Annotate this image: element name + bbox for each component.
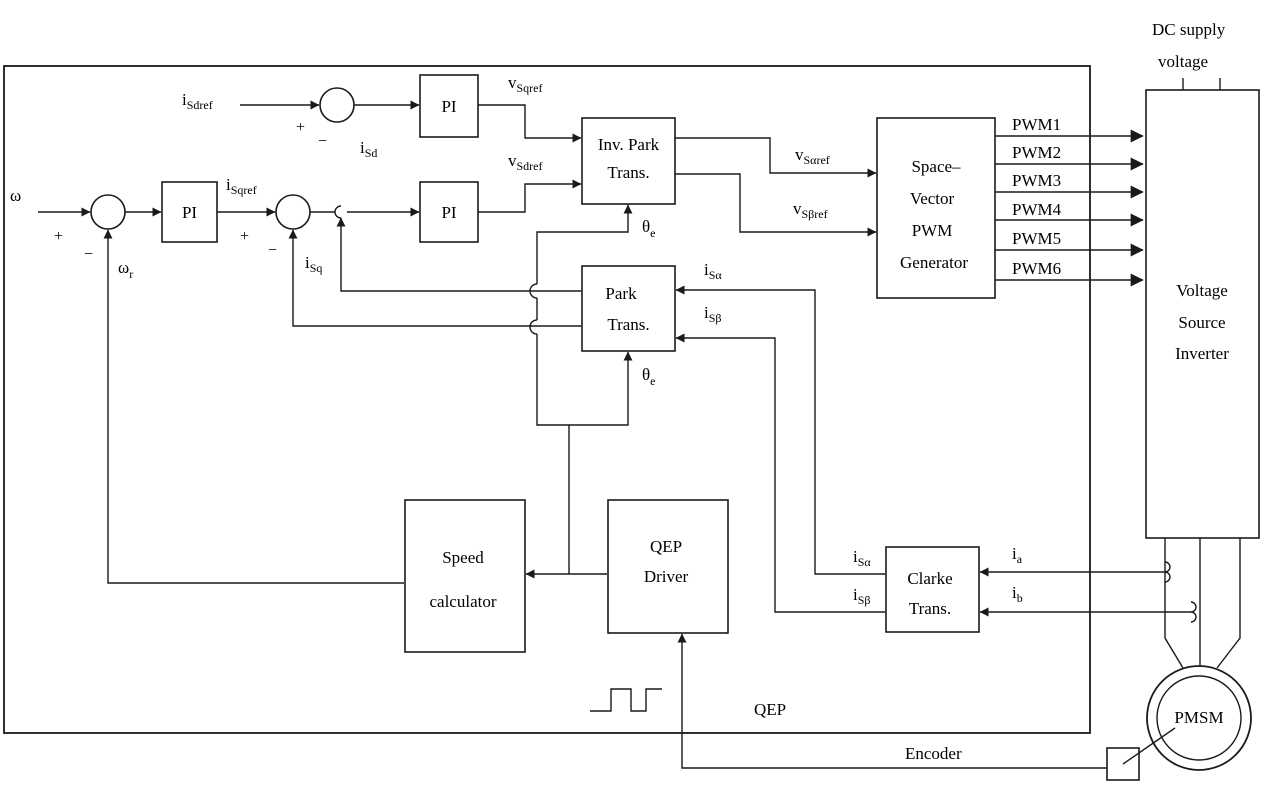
phase-line-c (1216, 538, 1241, 669)
dc-supply-label-1: DC supply (1152, 20, 1226, 39)
wire-vsalpharef (675, 137, 877, 178)
pi-q-label: PI (441, 203, 456, 222)
pwm4-label: PWM4 (1012, 200, 1062, 219)
wire-theta-to-inv-park (536, 204, 633, 284)
inv-park-label-1: Inv. Park (598, 135, 660, 154)
vsi-label-3: Inverter (1175, 344, 1229, 363)
wire-encoder-to-qep (677, 633, 1107, 769)
current-sensor-a (1164, 561, 1171, 583)
wire-theta-branch-left (536, 334, 570, 574)
isbeta-park-label: iSβ (704, 303, 722, 325)
crossover-theta-isd (529, 283, 538, 299)
omega-label: ω (10, 186, 21, 205)
plus-sign-speed: + (54, 228, 63, 245)
park-label-2: Trans. (607, 315, 649, 334)
clarke-label-2: Trans. (909, 599, 951, 618)
crossover-isd (334, 205, 342, 219)
pwm5-label: PWM5 (1012, 229, 1061, 248)
dc-supply-label-2: voltage (1158, 52, 1208, 71)
crossover-theta-isq (529, 319, 538, 335)
pi-block-q: PI (419, 181, 479, 243)
pwm-output-lines (995, 129, 1144, 287)
pwm1-label: PWM1 (1012, 115, 1061, 134)
current-sensor-b (1190, 601, 1197, 623)
encoder-shaft-link (1122, 727, 1176, 765)
pi-d-label: PI (441, 97, 456, 116)
plus-sign-d: + (296, 119, 305, 136)
wire-omega-r-feedback (103, 229, 404, 584)
wire-vsdref (478, 179, 582, 213)
wire-isalpha (675, 285, 885, 575)
wire-vsbetaref (675, 173, 877, 237)
minus-sign-q: − (268, 242, 277, 259)
svpwm-label-4: Generator (900, 253, 968, 272)
isalpha-clarke-label: iSα (853, 547, 871, 569)
minus-sign-d: − (318, 133, 327, 150)
inv-park-block: Inv. Park Trans. (581, 117, 676, 205)
pwm3-label: PWM3 (1012, 171, 1061, 190)
vsbetaref-label: vSβref (793, 199, 828, 221)
inv-park-label-2: Trans. (607, 163, 649, 182)
park-block: Park Trans. (581, 265, 676, 352)
qep-driver-label-1: QEP (650, 537, 682, 556)
qep-label: QEP (754, 700, 786, 719)
plus-sign-q: + (240, 228, 249, 245)
svpwm-label-1: Space– (911, 157, 961, 176)
sum-junction-d (319, 87, 355, 123)
qep-driver-block: QEP Driver (607, 499, 729, 634)
svpwm-block: Space– Vector PWM Generator (876, 117, 996, 299)
theta-e-label-1: θe (642, 217, 655, 240)
isdref-label: iSdref (182, 90, 213, 112)
pi-block-d: PI (419, 74, 479, 138)
vsi-block: Voltage Source Inverter (1145, 89, 1260, 539)
ib-label: ib (1012, 583, 1023, 605)
wire-isq-feedback (288, 229, 581, 327)
sum-junction-q (275, 194, 311, 230)
svpwm-label-2: Vector (910, 189, 955, 208)
isalpha-park-label: iSα (704, 260, 722, 282)
pwm2-label: PWM2 (1012, 143, 1061, 162)
wire-isbeta (675, 333, 885, 613)
vsi-label-1: Voltage (1176, 281, 1228, 300)
clarke-label-1: Clarke (907, 569, 952, 588)
qep-driver-label-2: Driver (644, 567, 689, 586)
vsi-label-2: Source (1178, 313, 1225, 332)
pmsm-label: PMSM (1174, 708, 1223, 727)
phase-line-a (1164, 538, 1184, 669)
pi-speed-label: PI (182, 203, 197, 222)
isqref-label: iSqref (226, 175, 257, 197)
pi-block-speed: PI (161, 181, 218, 243)
svpwm-label-3: PWM (912, 221, 953, 240)
vsalpharef-label: vSαref (795, 145, 830, 167)
pmsm-motor: PMSM (1146, 665, 1252, 771)
minus-sign-speed: − (84, 246, 93, 263)
controller-frame (3, 65, 1091, 734)
isbeta-clarke-label: iSβ (853, 585, 871, 607)
speed-calc-label-1: Speed (442, 548, 484, 567)
pwm6-label: PWM6 (1012, 259, 1061, 278)
vsqref-label: vSqref (508, 73, 543, 95)
sum-junction-speed (90, 194, 126, 230)
wire-isd-feedback (336, 217, 581, 292)
wire-theta-to-park (569, 351, 633, 426)
omega-r-label: ωr (118, 258, 133, 281)
vsdref-label: vSdref (508, 151, 543, 173)
park-label-1: Park (605, 284, 637, 303)
isq-label: iSq (305, 253, 322, 275)
speed-calculator-block: Speed calculator (404, 499, 526, 653)
encoder-label: Encoder (905, 744, 962, 763)
isd-label: iSd (360, 138, 377, 160)
theta-e-label-2: θe (642, 365, 655, 388)
clarke-block: Clarke Trans. (885, 546, 980, 633)
ia-label: ia (1012, 544, 1023, 566)
qep-pulse-waveform (590, 688, 662, 712)
wire-vsqref (478, 104, 582, 143)
speed-calc-label-2: calculator (429, 592, 496, 611)
